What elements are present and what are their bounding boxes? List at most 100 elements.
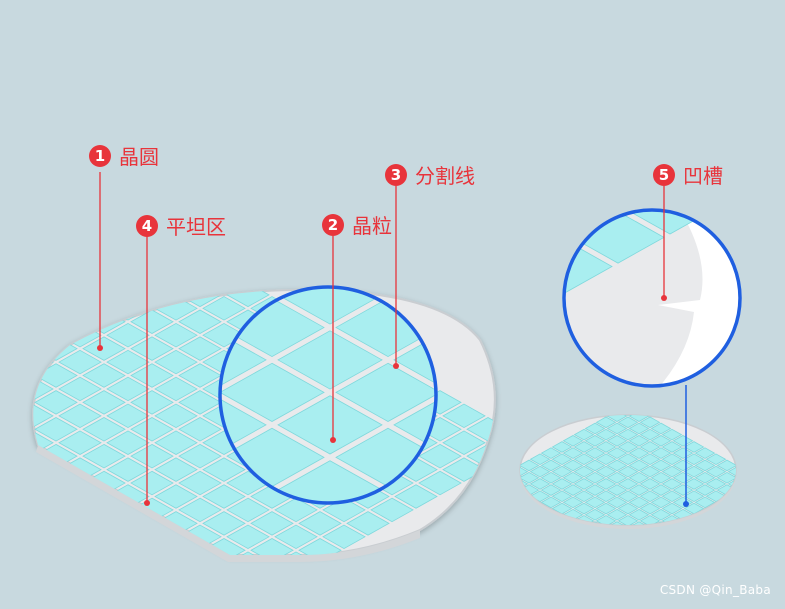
wafer-die [33,511,54,536]
small-wafer-die [584,496,606,509]
wafer-die [130,309,174,334]
small-wafer-die [650,508,672,521]
small-wafer-die [551,465,573,478]
wafer-die [58,484,102,509]
small-wafer-die [551,478,573,490]
small-wafer-die [683,465,705,478]
small-wafer-die [595,416,617,429]
small-wafer-die [628,496,650,509]
small-wafer-die [630,534,649,545]
small-wafer-die [650,459,672,472]
wafer-die [178,551,222,555]
wafer-die [202,457,246,482]
wafer-die [0,418,29,442]
wafer-die [155,565,197,589]
small-wafer-die [606,447,628,459]
wafer-die [154,538,198,555]
small-wafer-die [639,453,661,466]
small-wafer-die [639,428,661,441]
wafer-die [130,290,174,308]
notch-die [468,153,560,205]
wafer-die [106,403,150,429]
wafer-die [34,524,78,550]
wafer-die [0,377,5,401]
small-wafer-die [661,490,683,503]
wafer-die [82,390,126,415]
wafer-die [203,592,245,605]
wafer-die [178,443,222,469]
small-wafer-die [705,478,727,490]
wafer-die [179,579,221,603]
wafer-die [202,290,246,294]
wafer-die [106,322,150,348]
wafer-die [33,376,54,402]
label-notch: 5 凹槽 [653,160,723,189]
wafer-die [274,524,318,550]
small-wafer-die [595,465,617,478]
wafer-die [250,511,294,536]
small-wafer-die [595,428,617,441]
small-wafer-die [650,471,672,484]
small-wafer-die [498,485,517,496]
small-wafer-die [575,528,594,539]
small-wafer-die [608,534,627,545]
small-wafer-die [740,485,759,496]
small-wafer-die [650,447,672,459]
watermark: CSDN @Qin_Baba [659,583,771,597]
small-wafer-die [540,471,562,484]
small-wafer-die [573,490,595,503]
leader-dot-1 [97,345,103,351]
small-wafer-die [672,447,694,459]
notch-die [468,212,560,264]
wafer-die [106,538,150,555]
small-wafer-die [551,490,573,503]
badge-4: 4 [136,214,158,237]
small-wafer-die [617,465,639,478]
wafer-die [154,322,198,348]
small-wafer-die [683,478,705,490]
small-wafer-die [628,521,650,525]
small-wafer-die [639,490,661,503]
wafer-die [106,376,150,402]
label-notch-text: 凹槽 [683,164,723,188]
small-wafer-die [584,471,606,484]
leader-lines [97,172,667,506]
small-wafer-die [573,502,595,515]
small-wafer-die [639,416,661,429]
magnified-die [220,287,325,293]
small-wafer-die [661,502,683,515]
small-wafer-die [562,471,584,484]
wafer-die [34,390,78,415]
small-wafer-die [584,447,606,459]
wafer-die [82,336,126,361]
wafer-die [154,403,198,429]
label-scribe-line: 3 分割线 [385,160,475,189]
notch-die [416,182,508,234]
magnified-die [277,330,383,390]
small-wafer-die [639,515,661,525]
small-wafer-die [639,441,661,453]
wafer-die [130,551,174,555]
small-wafer-die [628,471,650,484]
wafer-die [202,511,246,536]
wafer-die [34,417,78,442]
wafer-die [107,565,149,589]
label-die-text: 晶粒 [352,214,392,238]
label-wafer-text: 晶圆 [119,145,159,169]
magnified-die [335,362,436,422]
wafer-die [82,443,126,469]
small-wafer-die [619,553,638,564]
magnified-die [277,460,383,503]
small-wafer-die [562,459,584,472]
wafer-die [82,363,126,388]
label-die: 2 晶粒 [322,210,392,239]
label-flat-zone: 4 平坦区 [136,211,226,240]
small-wafer-die [619,540,638,551]
wafer-die [251,565,293,589]
wafer-die [178,390,222,415]
wafer-die [442,430,486,455]
small-wafer-die [617,415,639,416]
small-wafer-die [641,540,660,551]
wafer-die [130,443,174,469]
small-wafer-die [573,441,595,453]
